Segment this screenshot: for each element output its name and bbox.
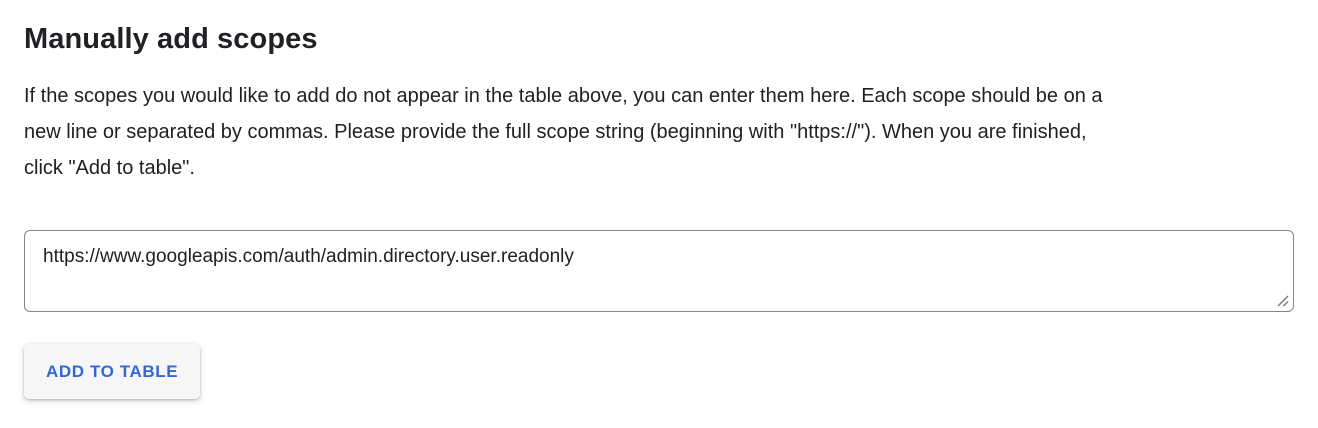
section-description: If the scopes you would like to add do n… <box>24 78 1294 186</box>
description-line: If the scopes you would like to add do n… <box>24 85 1103 107</box>
scope-input-wrapper: https://www.googleapis.com/auth/admin.di… <box>24 230 1294 312</box>
section-title: Manually add scopes <box>24 23 318 55</box>
description-line: click "Add to table". <box>24 157 195 179</box>
scope-input[interactable]: https://www.googleapis.com/auth/admin.di… <box>24 230 1294 312</box>
add-to-table-button[interactable]: ADD TO TABLE <box>24 344 201 399</box>
description-line: new line or separated by commas. Please … <box>24 121 1087 143</box>
manually-add-scopes-section: Manually add scopes If the scopes you wo… <box>24 23 1294 399</box>
resize-handle-icon[interactable] <box>1276 294 1289 307</box>
